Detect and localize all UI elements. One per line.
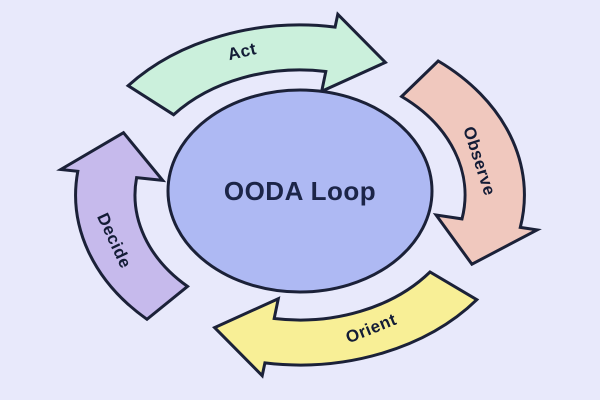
observe-arrow bbox=[399, 59, 542, 267]
orient-arrow bbox=[212, 270, 480, 379]
act-arrow bbox=[125, 11, 388, 117]
center-circle bbox=[166, 88, 434, 294]
decide-arrow bbox=[56, 130, 190, 322]
diagram-title: OODA Loop bbox=[224, 176, 376, 206]
